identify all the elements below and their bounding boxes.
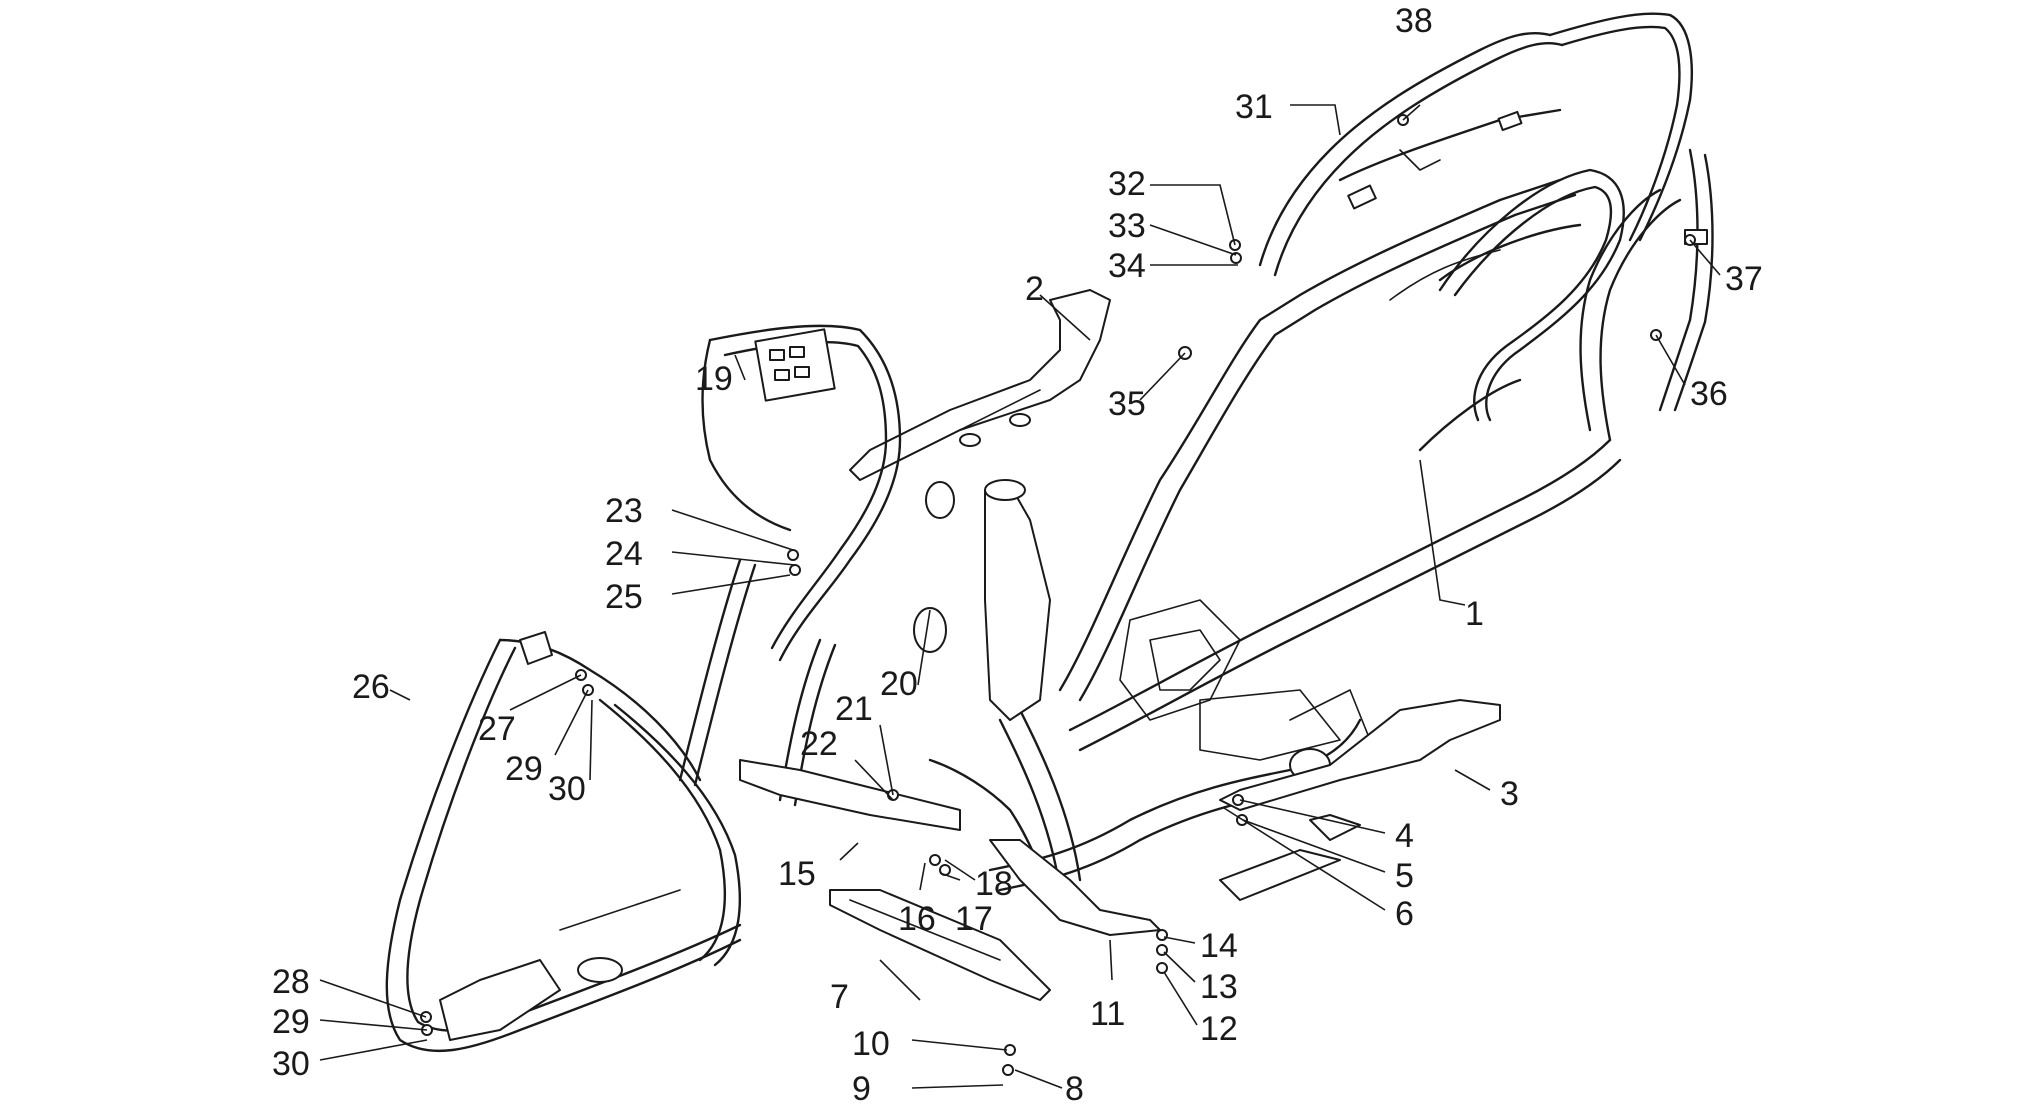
callout-7: 7 (830, 978, 849, 1016)
callout-3: 3 (1500, 775, 1519, 813)
front-bumper-frame (385, 631, 742, 1053)
callout-21: 21 (835, 690, 873, 728)
callout-11: 11 (1090, 995, 1125, 1033)
callout-5: 5 (1395, 857, 1414, 895)
callout-29a: 29 (505, 750, 543, 788)
upper-bracket (849, 289, 1111, 481)
callout-20: 20 (880, 665, 918, 703)
callout-8: 8 (1065, 1070, 1084, 1108)
callout-38: 38 (1395, 2, 1433, 40)
callout-31: 31 (1235, 88, 1273, 126)
callout-12: 12 (1200, 1010, 1238, 1048)
callout-4: 4 (1395, 817, 1414, 855)
callout-9: 9 (852, 1070, 871, 1108)
callout-26: 26 (352, 668, 390, 706)
grab-handle (1438, 168, 1625, 422)
callout-22: 22 (800, 725, 838, 763)
callout-2: 2 (1025, 270, 1044, 308)
callout-27: 27 (478, 710, 516, 748)
footboard-bracket (1219, 699, 1501, 901)
front-carrier (678, 324, 902, 807)
callout-16: 16 (898, 900, 936, 938)
callout-17: 17 (955, 900, 993, 938)
callout-6: 6 (1395, 895, 1414, 933)
callout-29b: 29 (272, 1003, 310, 1041)
callout-36: 36 (1690, 375, 1728, 413)
callout-28: 28 (272, 963, 310, 1001)
callout-34: 34 (1108, 247, 1146, 285)
callout-33: 33 (1108, 207, 1146, 245)
callout-30b: 30 (272, 1045, 310, 1083)
callout-37: 37 (1725, 260, 1763, 298)
callout-23: 23 (605, 492, 643, 530)
callout-32: 32 (1108, 165, 1146, 203)
callout-10: 10 (852, 1025, 890, 1063)
callout-13: 13 (1200, 968, 1238, 1006)
callout-15: 15 (778, 855, 816, 893)
main-frame (928, 178, 1682, 892)
rear-strut (1658, 148, 1714, 412)
fasteners (420, 114, 1696, 1076)
lower-parts (739, 759, 1161, 1001)
callout-25: 25 (605, 578, 643, 616)
callout-labels: 1 2 3 4 5 6 7 8 9 10 11 12 13 14 15 16 1… (272, 2, 1763, 1108)
callout-18: 18 (975, 865, 1013, 903)
callout-19: 19 (695, 360, 733, 398)
callout-1: 1 (1465, 595, 1484, 633)
callout-35: 35 (1108, 385, 1146, 423)
callout-14: 14 (1200, 927, 1238, 965)
leader-lines (319, 104, 1721, 1089)
callout-24: 24 (605, 535, 643, 573)
rear-rack (1258, 12, 1693, 277)
callout-30a: 30 (548, 770, 586, 808)
